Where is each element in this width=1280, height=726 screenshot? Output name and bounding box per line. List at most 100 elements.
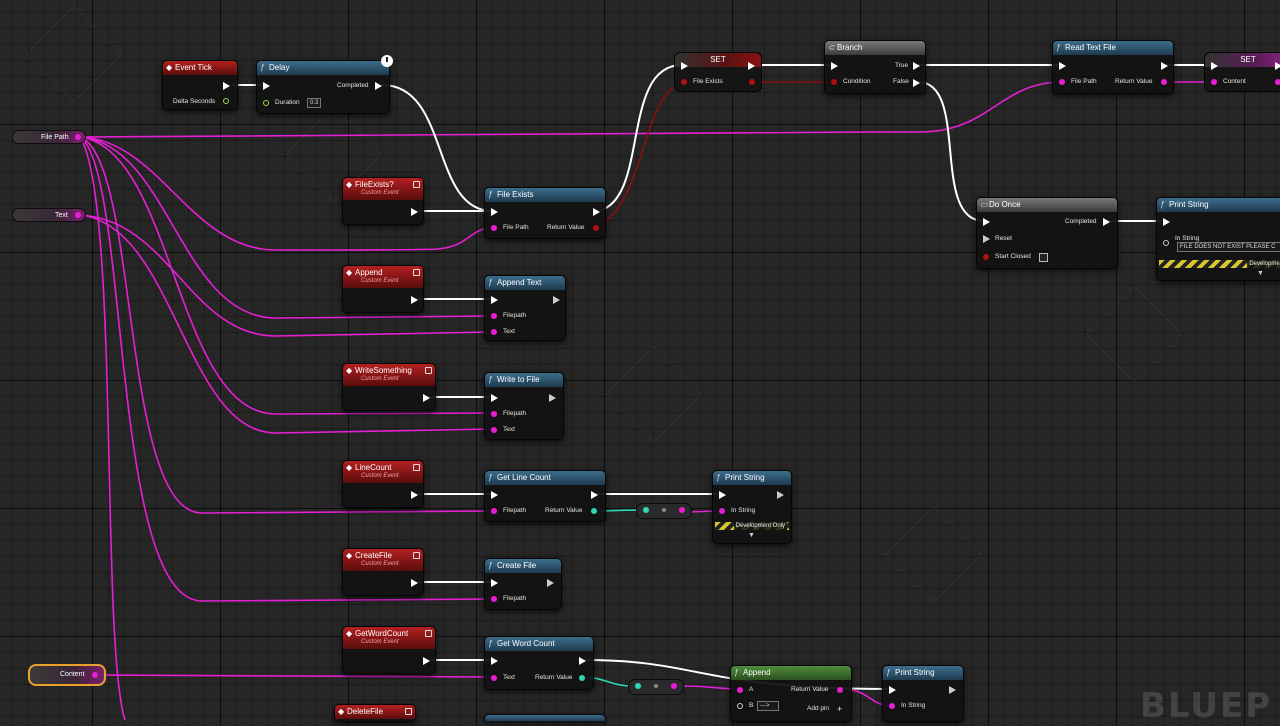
reset-pin[interactable] (983, 235, 990, 243)
delegate-pin[interactable] (413, 181, 420, 188)
exec-false-pin[interactable] (913, 79, 920, 87)
chevron-down-icon[interactable]: ▼ (748, 532, 755, 539)
node-set-content[interactable]: SET Content (1204, 52, 1280, 92)
add-pin-icon[interactable]: + (837, 704, 843, 714)
exec-out-pin[interactable] (1103, 218, 1110, 226)
node-set-file-exists[interactable]: SET File Exists (674, 52, 762, 92)
content-in-pin[interactable] (1211, 79, 1217, 85)
exec-out-pin[interactable] (411, 208, 418, 216)
text-pin[interactable] (491, 675, 497, 681)
exec-true-pin[interactable] (913, 62, 920, 70)
var-content[interactable]: Content (28, 664, 106, 686)
exec-in-pin[interactable] (681, 62, 688, 70)
int-to-string-conversion-2[interactable] (628, 679, 684, 695)
node-do-once[interactable]: ▭Do Once Completed Reset Start Closed (976, 197, 1118, 269)
exec-in-pin[interactable] (491, 296, 498, 304)
b-input[interactable]: ---> (757, 701, 779, 711)
exec-out-pin[interactable] (579, 657, 586, 665)
node-delete-file-cut[interactable] (484, 714, 606, 721)
delegate-pin[interactable] (425, 367, 432, 374)
duration-input[interactable]: 0.3 (307, 98, 322, 108)
return-value-pin[interactable] (593, 225, 599, 231)
text-pin[interactable] (491, 329, 497, 335)
exec-in-pin[interactable] (491, 208, 498, 216)
exec-out-pin[interactable] (1161, 62, 1168, 70)
delegate-pin[interactable] (413, 269, 420, 276)
exec-in-pin[interactable] (491, 394, 498, 402)
return-value-pin[interactable] (837, 687, 843, 693)
exec-out-pin[interactable] (549, 394, 556, 402)
int-to-string-conversion[interactable] (636, 503, 692, 519)
conv-out-pin[interactable] (679, 507, 685, 513)
b-pin[interactable] (737, 703, 743, 709)
delegate-pin[interactable] (425, 630, 432, 637)
exec-out-pin[interactable] (777, 491, 784, 499)
exec-in-pin[interactable] (491, 579, 498, 587)
exec-out-pin[interactable] (411, 579, 418, 587)
delegate-pin[interactable] (405, 708, 412, 715)
content-out-pin[interactable] (1275, 79, 1280, 85)
exec-in-pin[interactable] (1211, 62, 1218, 70)
exec-out-pin[interactable] (411, 491, 418, 499)
exec-out-pin[interactable] (375, 82, 382, 90)
exec-out-pin[interactable] (949, 686, 956, 694)
add-pin-label[interactable]: Add pin (807, 705, 830, 712)
start-closed-checkbox[interactable] (1039, 253, 1048, 262)
condition-pin[interactable] (831, 79, 837, 85)
exec-out-pin[interactable] (547, 579, 554, 587)
exec-out-pin[interactable] (591, 491, 598, 499)
conv-out-pin[interactable] (671, 683, 677, 689)
exec-in-pin[interactable] (1163, 218, 1170, 226)
node-branch[interactable]: ⊂Branch True Condition False (824, 40, 926, 94)
filepath-pin[interactable] (491, 596, 497, 602)
print1-in-string-input[interactable]: FILE DOES NOT EXIST PLEASE C (1177, 242, 1280, 252)
duration-pin[interactable] (263, 100, 269, 106)
in-string-pin[interactable] (719, 508, 725, 514)
exec-out-pin[interactable] (553, 296, 560, 304)
return-value-pin[interactable] (579, 675, 585, 681)
exec-out-pin[interactable] (423, 657, 430, 665)
exec-in-pin[interactable] (1059, 62, 1066, 70)
exec-out-pin[interactable] (411, 296, 418, 304)
filepath-pin[interactable] (491, 508, 497, 514)
filepath-pin[interactable] (491, 411, 497, 417)
exec-out-pin[interactable] (748, 62, 755, 70)
exec-in-pin[interactable] (831, 62, 838, 70)
file-path-pin[interactable] (491, 225, 497, 231)
conv-in-pin[interactable] (635, 683, 641, 689)
delegate-pin[interactable] (413, 464, 420, 471)
exec-in-pin[interactable] (719, 491, 726, 499)
a-pin[interactable] (737, 687, 743, 693)
chevron-down-icon[interactable]: ▼ (1257, 270, 1264, 277)
var-text[interactable]: Text (12, 208, 86, 222)
file-path-pin[interactable] (1059, 79, 1065, 85)
exec-out-pin[interactable] (593, 208, 600, 216)
exec-in-pin[interactable] (263, 82, 270, 90)
in-string-pin[interactable] (1163, 240, 1169, 246)
return-value-pin[interactable] (591, 508, 597, 514)
node-event-file-exists[interactable]: ◆FileExists?Custom Event (342, 177, 424, 225)
conv-in-pin[interactable] (643, 507, 649, 513)
delta-seconds-pin[interactable] (223, 98, 229, 104)
start-closed-pin[interactable] (983, 254, 989, 260)
return-value-pin[interactable] (1161, 79, 1167, 85)
var-text-pin[interactable] (75, 212, 81, 218)
text-pin[interactable] (491, 427, 497, 433)
exec-in-pin[interactable] (983, 218, 990, 226)
